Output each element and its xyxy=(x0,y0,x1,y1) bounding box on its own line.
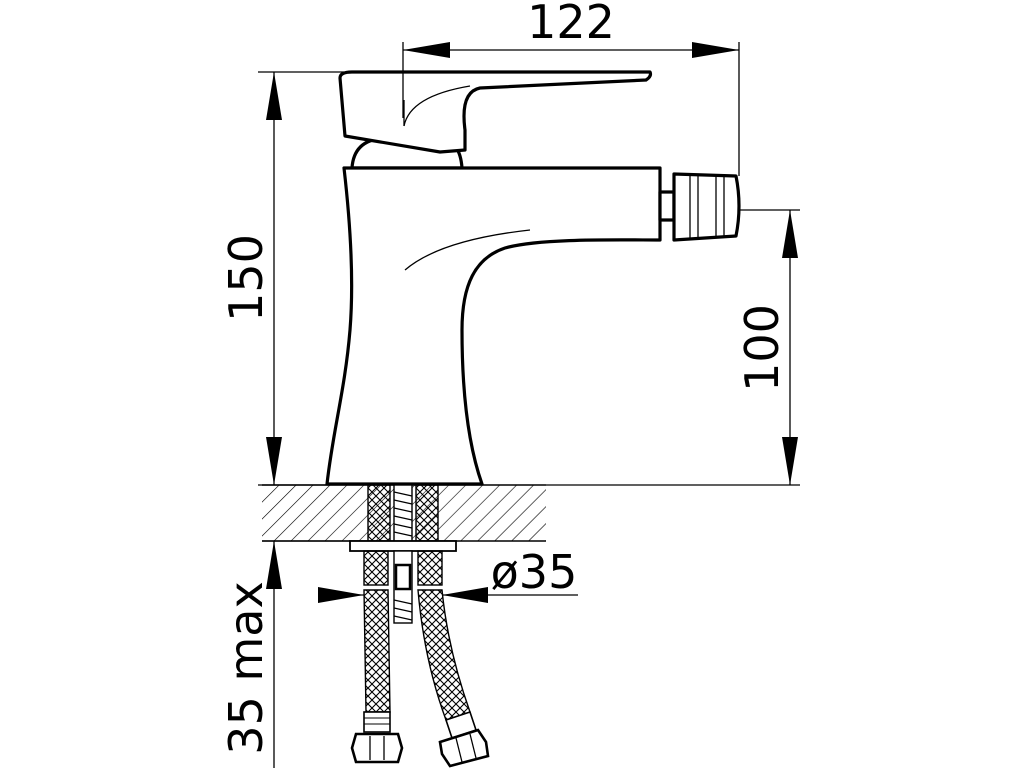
thickness-dimension-label: 35 max xyxy=(219,581,273,754)
height-dimension: 150 xyxy=(219,71,344,486)
spout-height-dimension: 100 xyxy=(546,209,800,486)
diameter-dimension: ø35 xyxy=(318,545,578,603)
spray-nozzle xyxy=(658,172,741,242)
lever-handle xyxy=(338,70,653,154)
diameter-dimension-label: ø35 xyxy=(491,545,578,599)
thickness-dimension: 35 max xyxy=(219,540,350,768)
spout-height-dimension-label: 100 xyxy=(735,304,789,392)
height-dimension-label: 150 xyxy=(219,234,273,322)
faucet-body xyxy=(325,136,662,486)
mounting-assembly xyxy=(349,484,490,768)
width-dimension: 122 xyxy=(402,0,740,176)
width-dimension-label: 122 xyxy=(527,0,615,49)
